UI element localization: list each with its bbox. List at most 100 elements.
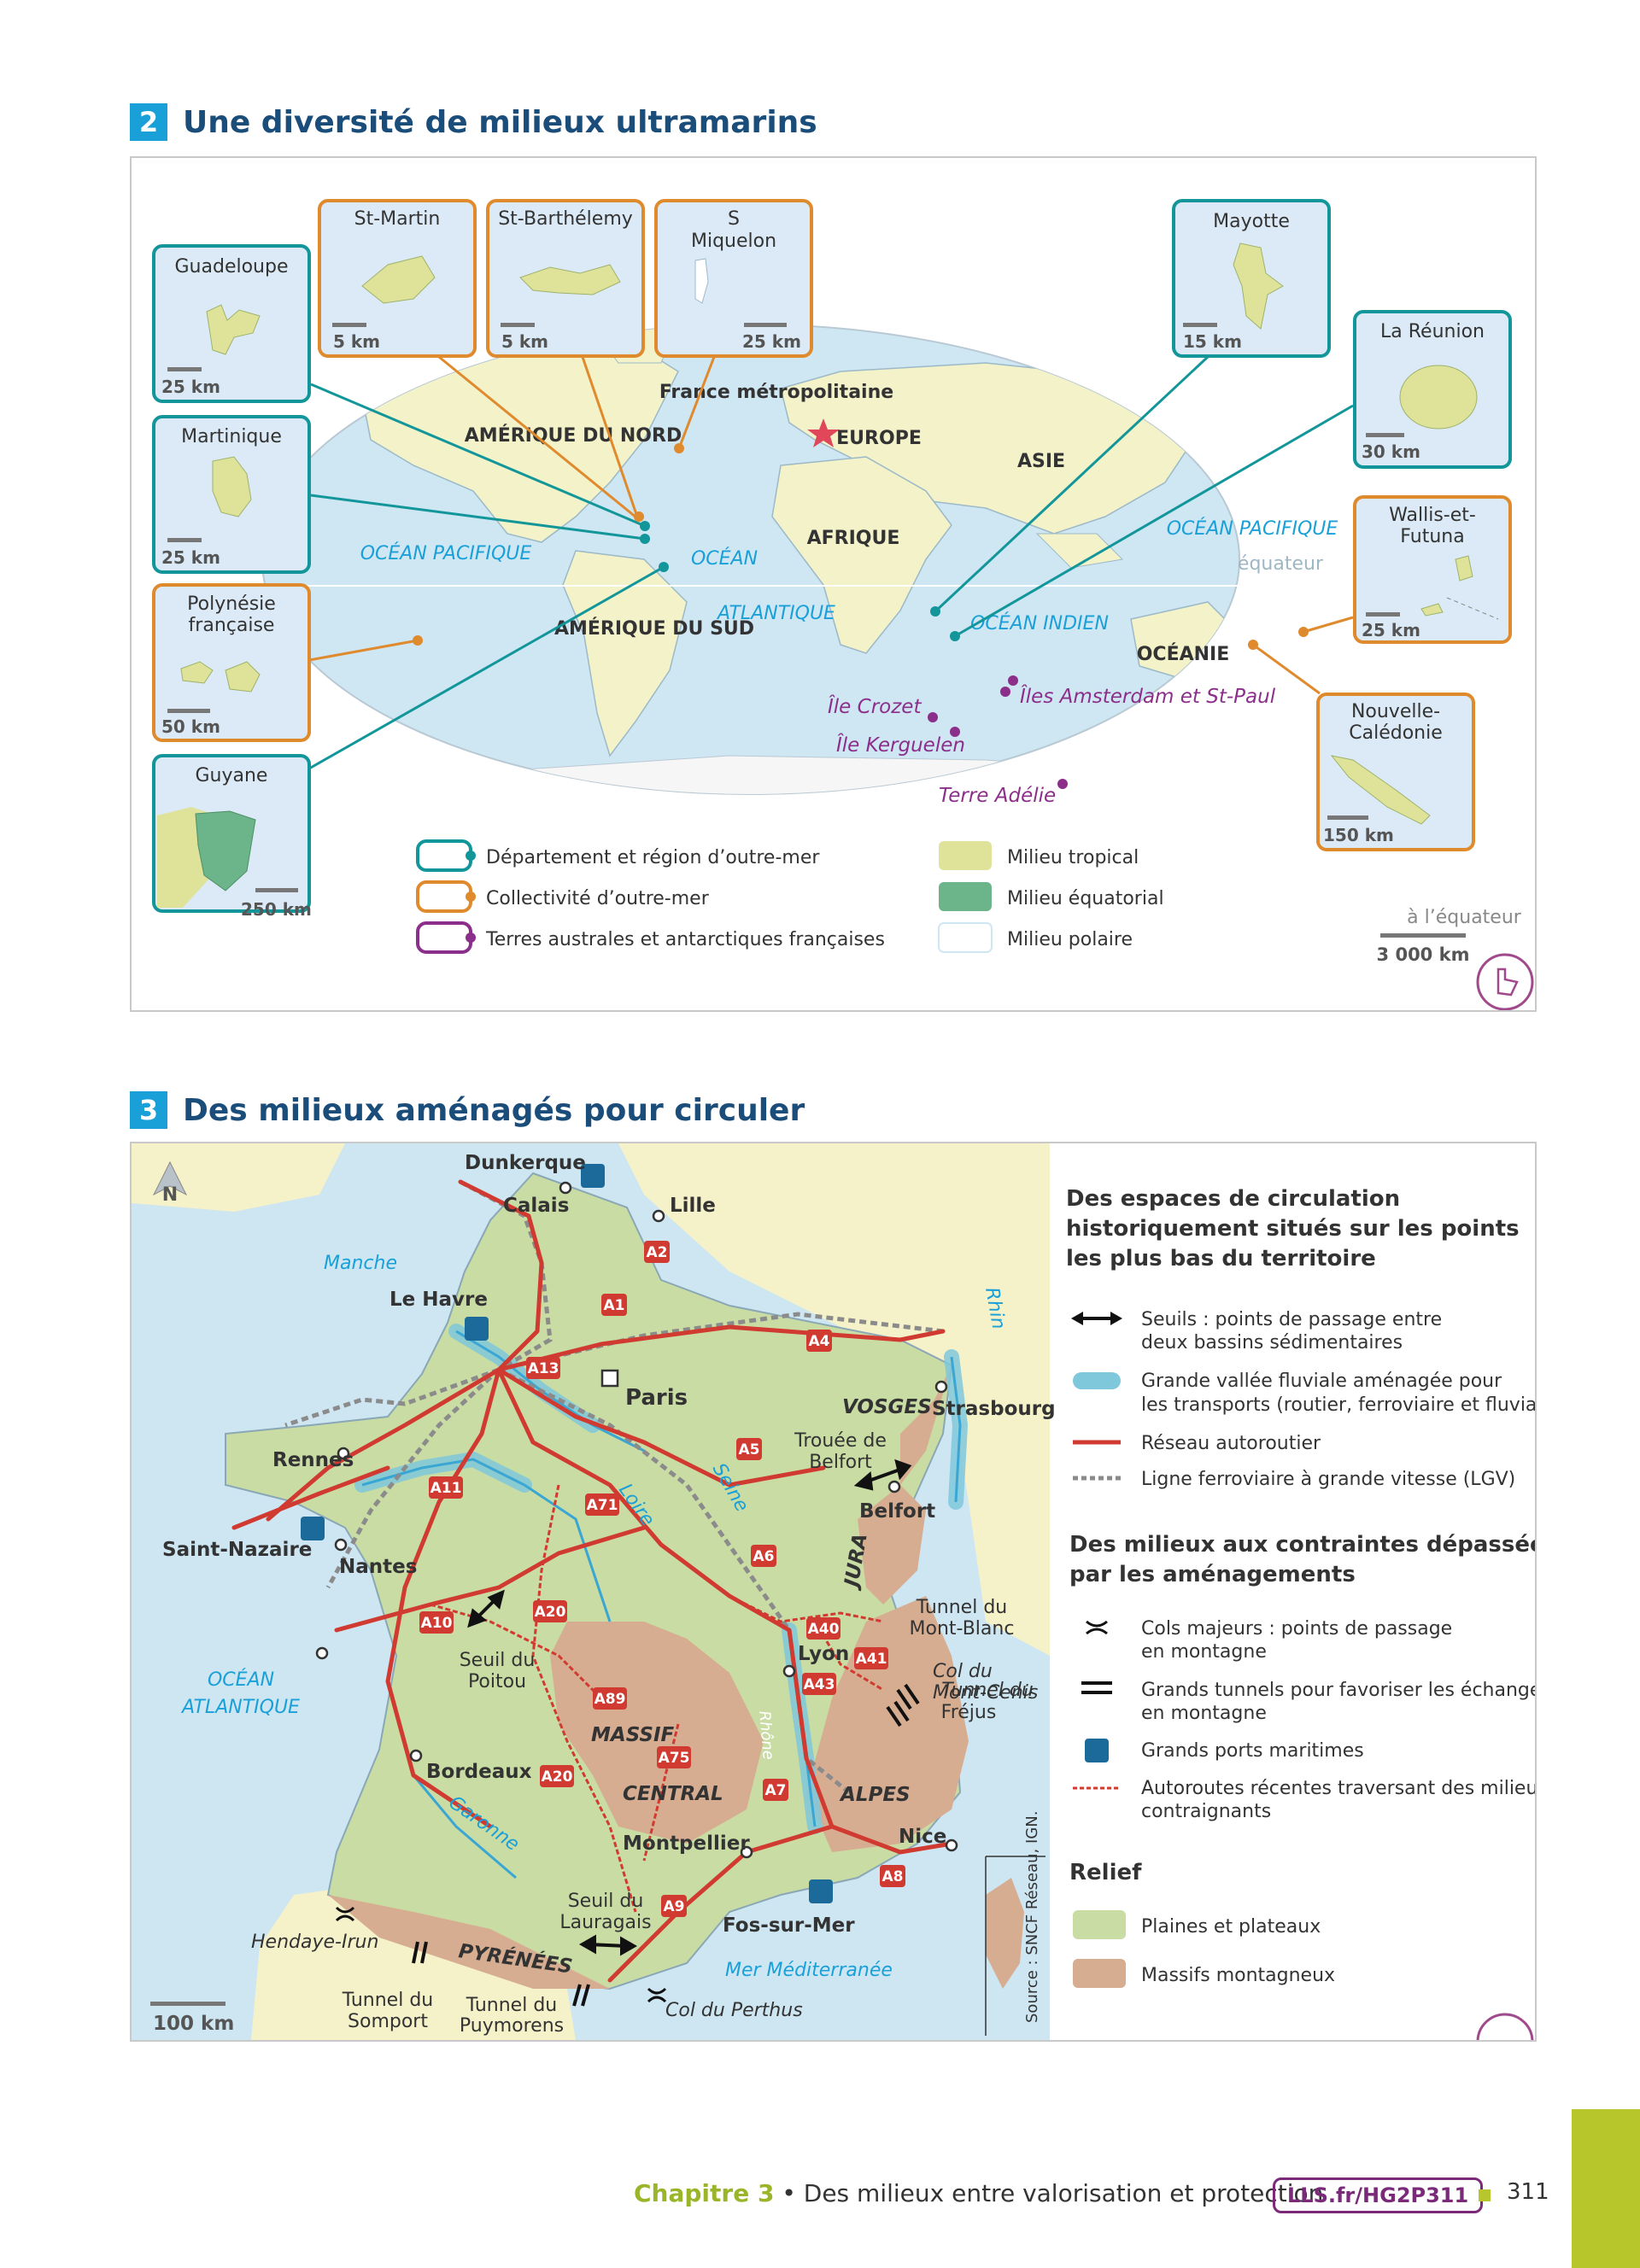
- svg-text:Des milieux aux contraintes dé: Des milieux aux contraintes dépassées: [1069, 1532, 1535, 1558]
- city-labels: Dunkerque Calais Lille Le Havre Paris St…: [162, 1152, 1056, 1937]
- jura: [858, 1485, 926, 1605]
- legend-equatorial: Milieu équatorial: [1007, 888, 1164, 909]
- passage-labels: Trouée de Belfort Seuil du Poitou Seuil …: [342, 1430, 1034, 2037]
- svg-text:A43: A43: [804, 1676, 835, 1693]
- svg-text:les transports (routier, ferro: les transports (routier, ferroviaire et …: [1141, 1394, 1535, 1416]
- pyrenees: [328, 1895, 610, 1989]
- svg-text:MASSIF: MASSIF: [591, 1724, 675, 1746]
- france-map-frame: N A2 A1 A4 A13 A5 A11 A71 A6 A10 A20 A40…: [130, 1142, 1558, 2071]
- france-map: N A2 A1 A4 A13 A5 A11 A71 A6 A10 A20 A40…: [132, 1143, 1558, 2071]
- svg-text:Wallis-et-: Wallis-et-: [1389, 505, 1476, 526]
- svg-text:A8: A8: [882, 1868, 904, 1885]
- label-crozet: Île Crozet: [828, 694, 922, 718]
- section-3-heading: 3 Des milieux aménagés pour circuler: [130, 1089, 805, 1131]
- north-america: [353, 328, 679, 543]
- col-symbols: [335, 1906, 667, 2003]
- label-ocean-pacifique-w: OCÉAN PACIFIQUE: [360, 542, 532, 564]
- svg-text:contraignants: contraignants: [1141, 1801, 1271, 1822]
- eurasia: [780, 362, 1200, 535]
- corse: [986, 1878, 1024, 1989]
- scale-label: 100 km: [153, 2013, 234, 2035]
- label-montpellier: Montpellier: [623, 1833, 750, 1855]
- label-nice: Nice: [899, 1826, 946, 1848]
- label-ocean-atl-2: ATLANTIQUE: [716, 603, 835, 624]
- section-title: Des milieux aménagés pour circuler: [183, 1092, 805, 1128]
- chapter-number: Chapitre 3: [634, 2179, 775, 2207]
- svg-text:française: française: [189, 615, 275, 636]
- svg-text:CENTRAL: CENTRAL: [623, 1783, 723, 1805]
- legend-dom: Département et région d’outre-mer: [486, 847, 820, 868]
- svg-text:Tunnel du: Tunnel du: [941, 1680, 1034, 1701]
- interactive-hand-icon[interactable]: [1476, 953, 1534, 1011]
- label-ocean-indien: OCÉAN INDIEN: [970, 612, 1109, 634]
- svg-text:VOSGES: VOSGES: [842, 1396, 932, 1418]
- svg-text:25 km: 25 km: [161, 547, 220, 568]
- scale-bar-label: 3 000 km: [1377, 944, 1470, 965]
- svg-text:A20: A20: [542, 1768, 573, 1786]
- svg-text:historiquement situés sur les: historiquement situés sur les points: [1066, 1216, 1520, 1242]
- svg-text:Tunnel du: Tunnel du: [916, 1597, 1007, 1618]
- chapter-link[interactable]: LLS.fr/HG2P311: [1273, 2177, 1484, 2213]
- vosges: [900, 1365, 952, 1485]
- svg-text:Mer Méditerranée: Mer Méditerranée: [725, 1960, 893, 1981]
- svg-text:Calédonie: Calédonie: [1349, 722, 1443, 744]
- inset-nouvelle-caledonie: Nouvelle- Calédonie 150 km: [1316, 693, 1475, 851]
- svg-text:deux bassins sédimentaires: deux bassins sédimentaires: [1141, 1332, 1403, 1353]
- svg-text:A10: A10: [421, 1615, 453, 1632]
- inset-st-pierre: S Miquelon 25 km: [654, 199, 813, 358]
- label-france: France métropolitaine: [659, 382, 893, 403]
- svg-text:Puymorens: Puymorens: [460, 2015, 564, 2037]
- label-ocean-pacifique-e: OCÉAN PACIFIQUE: [1167, 517, 1338, 540]
- svg-text:St-Barthélemy: St-Barthélemy: [498, 208, 633, 230]
- svg-text:5 km: 5 km: [333, 331, 380, 352]
- taaf-labels: Île Crozet Île Kerguelen Îles Amsterdam …: [828, 684, 1276, 807]
- svg-text:N: N: [162, 1184, 178, 1206]
- label-saint-nazaire: Saint-Nazaire: [162, 1539, 312, 1561]
- svg-text:Autoroutes récentes traversant: Autoroutes récentes traversant des milie…: [1141, 1778, 1535, 1799]
- svg-text:Plaines et plateaux: Plaines et plateaux: [1141, 1916, 1321, 1938]
- svg-text:A71: A71: [587, 1497, 618, 1514]
- svg-text:30 km: 30 km: [1362, 441, 1420, 462]
- svg-text:A6: A6: [753, 1548, 775, 1565]
- svg-text:Rhône: Rhône: [755, 1710, 777, 1761]
- svg-text:Cols majeurs : points de passa: Cols majeurs : points de passage: [1141, 1618, 1452, 1640]
- svg-text:Fréjus: Fréjus: [941, 1702, 997, 1723]
- svg-text:Réseau autoroutier: Réseau autoroutier: [1141, 1433, 1321, 1454]
- svg-text:Mont-Cenis: Mont-Cenis: [933, 1682, 1038, 1704]
- svg-text:Martinique: Martinique: [181, 426, 282, 447]
- svg-text:Mont-Blanc: Mont-Blanc: [910, 1618, 1015, 1640]
- france-star: [807, 418, 840, 447]
- label-rennes: Rennes: [272, 1449, 354, 1471]
- inset-mayotte: Mayotte 15 km: [1172, 199, 1331, 358]
- legend-tropical: Milieu tropical: [1007, 847, 1139, 868]
- source-note: Source : SNCF Réseau, IGN.: [1023, 1811, 1041, 2023]
- inset-st-martin: St-Martin 5 km: [318, 199, 477, 358]
- city-markers: [315, 1181, 958, 1859]
- svg-text:Polynésie: Polynésie: [187, 593, 276, 615]
- label-strasbourg: Strasbourg: [932, 1398, 1056, 1420]
- world-map: équateur France métropolitaine EUROPE AS…: [152, 199, 1534, 1011]
- interactive-hand-icon[interactable]: [1476, 2013, 1534, 2071]
- label-europe: EUROPE: [836, 428, 922, 449]
- passage-symbols: [412, 1458, 920, 2007]
- svg-text:25 km: 25 km: [742, 331, 801, 352]
- svg-text:OCÉAN: OCÉAN: [208, 1669, 274, 1691]
- massif-central: [550, 1622, 764, 1844]
- label-oceanie: OCÉANIE: [1137, 643, 1230, 665]
- svg-text:Col du: Col du: [933, 1661, 993, 1682]
- label-lille: Lille: [670, 1195, 716, 1217]
- svg-text:Seuil du: Seuil du: [568, 1891, 644, 1912]
- svg-text:A41: A41: [856, 1651, 887, 1668]
- svg-text:Trouée de: Trouée de: [794, 1430, 887, 1452]
- svg-text:Manche: Manche: [324, 1253, 397, 1274]
- indonesia: [1035, 533, 1124, 569]
- label-amerique-nord: AMÉRIQUE DU NORD: [465, 424, 682, 447]
- inset-dots: [413, 443, 1309, 650]
- svg-text:S: S: [728, 208, 740, 230]
- inset-guyane: Guyane 250 km: [152, 754, 312, 920]
- svg-text:ALPES: ALPES: [839, 1784, 911, 1806]
- taaf-dots: [928, 675, 1068, 789]
- inset-wallis: Wallis-et- Futuna 25 km: [1353, 495, 1512, 644]
- legend-polaire: Milieu polaire: [1007, 929, 1133, 950]
- legend-taaf: Terres australes et antarctiques françai…: [485, 929, 885, 950]
